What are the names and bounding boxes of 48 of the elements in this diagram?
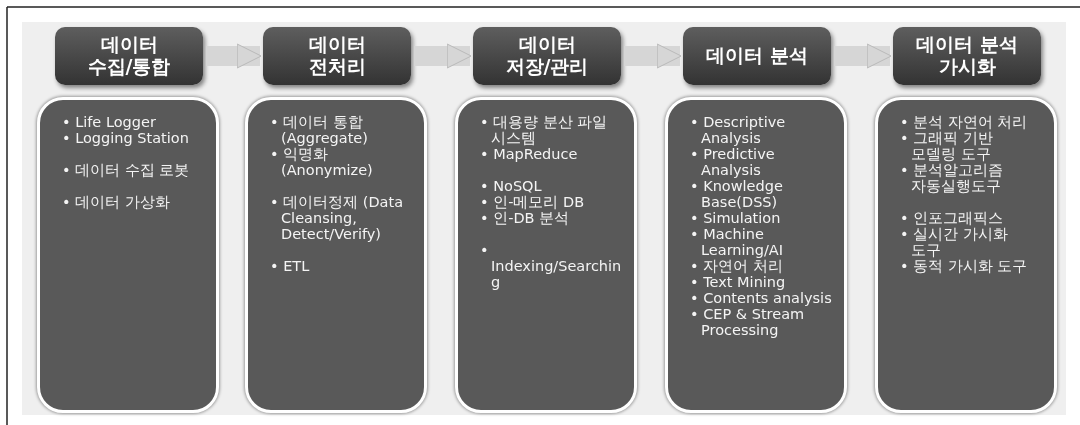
- bullet-item: • Simulation: [690, 210, 782, 226]
- bullet-item: • 데이터정제 (Data Cleansing, Detect/Verify): [270, 194, 405, 242]
- bullet-item: • Predictive Analysis: [690, 146, 776, 178]
- block-arrow: [414, 43, 472, 69]
- bullet-item: • 대용량 분산 파일 시스템: [480, 114, 609, 146]
- bullet-item: • Life Logger: [62, 114, 157, 130]
- stage-title: 데이터 분석 가시화: [915, 34, 1019, 78]
- bullet-item: • 데이터 수집 로봇: [62, 162, 191, 178]
- bullet-item: • 자연어 처리: [690, 258, 784, 274]
- bullet-item: • NoSQL: [480, 178, 543, 194]
- bullet-item: • CEP & Stream Processing: [690, 306, 806, 338]
- stage-title: 데이터 전처리: [307, 34, 367, 78]
- bullet-item: • 인-메모리 DB: [480, 194, 586, 210]
- bullet-item: • 익명화 (Anonymize): [270, 146, 374, 178]
- bullet-item: • 데이터 가상화: [62, 194, 171, 210]
- block-arrow: [624, 43, 682, 69]
- bullet-item: • 동적 가시화 도구: [900, 258, 1029, 274]
- bullet-item: • Contents analysis: [690, 290, 832, 306]
- bullet-item: • Text Mining: [690, 274, 787, 290]
- stage-header-box: [893, 27, 1041, 85]
- bullet-item: • Logging Station: [62, 130, 190, 146]
- bullet-item: • 데이터 통합 (Aggregate): [270, 114, 369, 146]
- stage-title: 데이터 분석: [706, 45, 808, 67]
- bullet-item: • Descriptive Analysis: [690, 114, 787, 146]
- bullet-item: • 인포그래픽스: [900, 210, 1005, 226]
- stage-title: 데이터 수집/통합: [86, 34, 172, 78]
- stage-detail-card: [875, 97, 1057, 413]
- bullet-item: • 분석알고리즘 자동실행도구: [900, 162, 1005, 194]
- stage-header-box: [55, 27, 203, 85]
- stage-detail-card: [455, 97, 637, 413]
- bullet-item: • 분석 자연어 처리: [900, 114, 1029, 130]
- bullet-item: • Indexing/Searching: [480, 242, 622, 290]
- bullet-item: • ETL: [270, 258, 311, 274]
- block-arrow: [834, 43, 892, 69]
- block-arrow: [206, 43, 262, 69]
- stage-header-box: [473, 27, 621, 85]
- bullet-item: • 그래픽 기반 모델링 도구: [900, 130, 994, 162]
- bullet-item: • 실시간 가시화 도구: [900, 226, 1009, 258]
- stage-header-box: [263, 27, 411, 85]
- stage-header-box: [683, 27, 831, 85]
- bullet-item: • Knowledge Base(DSS): [690, 178, 784, 210]
- stage-title: 데이터 저장/관리: [504, 34, 590, 78]
- bullet-item: • 인-DB 분석: [480, 210, 571, 226]
- stage-detail-card: [245, 97, 427, 413]
- bullet-item: • MapReduce: [480, 146, 579, 162]
- stage-detail-card: [665, 97, 847, 413]
- bullet-item: • Machine Learning/AI: [690, 226, 785, 258]
- stage-detail-card: [37, 97, 219, 413]
